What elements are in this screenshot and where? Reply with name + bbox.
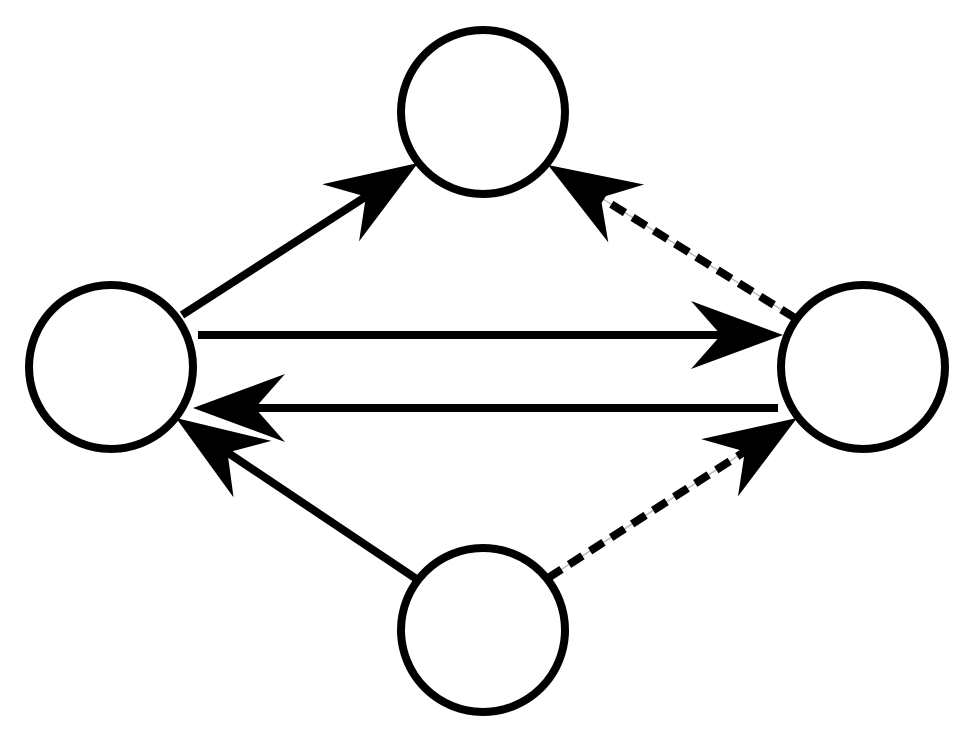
arrowhead-icon bbox=[322, 163, 418, 242]
node-right bbox=[777, 281, 949, 453]
arrowhead-icon bbox=[176, 418, 272, 498]
nodes bbox=[25, 26, 949, 716]
dashed-edge-line bbox=[545, 447, 749, 582]
arrowhead-icon bbox=[701, 418, 797, 497]
edge-bottom-to-right bbox=[545, 418, 797, 582]
node-left bbox=[25, 281, 197, 453]
edge-left-to-top bbox=[179, 163, 418, 319]
solid-edge-line bbox=[179, 192, 370, 319]
solid-edge-line bbox=[223, 448, 418, 582]
node-bottom bbox=[397, 544, 569, 716]
node-top bbox=[397, 26, 569, 198]
edge-bottom-to-left bbox=[176, 418, 418, 582]
edges bbox=[176, 163, 798, 582]
edge-right-to-top bbox=[548, 165, 798, 322]
dashed-edge-line bbox=[596, 193, 798, 322]
arrowhead-icon bbox=[548, 165, 645, 243]
